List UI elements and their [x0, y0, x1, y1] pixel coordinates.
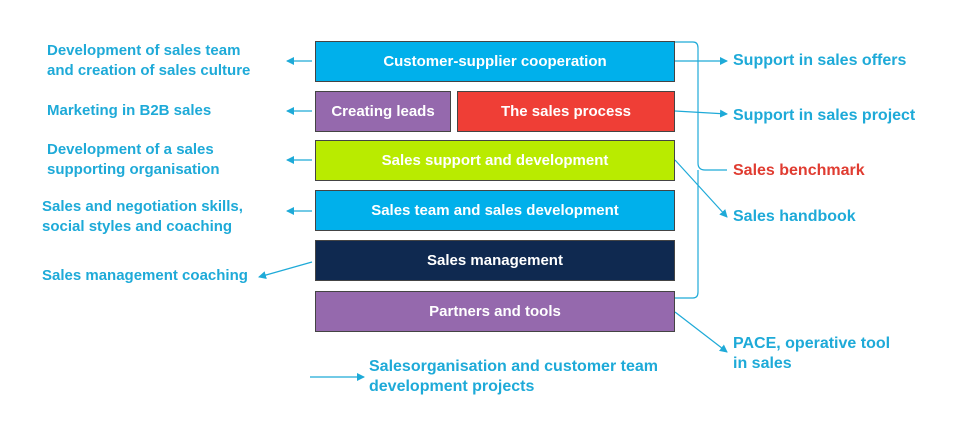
- box-partners-tools-label: Partners and tools: [429, 303, 561, 320]
- label-pace-line1: PACE, operative tool: [733, 335, 891, 352]
- label-sales-culture-line1: Development of sales team: [47, 42, 241, 59]
- box-customer-supplier: Customer-supplier cooperation: [315, 41, 675, 82]
- label-supporting-org-line1: Development of a sales: [47, 141, 214, 158]
- arrow-to-sales-handbook: [674, 159, 728, 218]
- arrow-to-pace: [674, 311, 728, 353]
- box-sales-process-label: The sales process: [500, 103, 632, 120]
- label-sales-benchmark: Sales benchmark: [733, 162, 865, 179]
- label-negotiation: Sales and negotiation skills, social sty…: [42, 197, 243, 237]
- box-sales-process: The sales process: [457, 91, 675, 132]
- box-sales-team: Sales team and sales development: [315, 190, 675, 231]
- arrow-to-mgmt-coaching: [258, 261, 313, 279]
- box-sales-support-label: Sales support and development: [381, 152, 609, 169]
- label-supporting-org: Development of a sales supporting organi…: [47, 140, 220, 180]
- right-bracket: [675, 41, 727, 299]
- label-sales-culture-line2: and creation of sales culture: [47, 62, 251, 79]
- label-negotiation-line2: social styles and coaching: [42, 218, 233, 235]
- arrow-to-sales-project: [674, 109, 728, 118]
- label-pace: PACE, operative tool in sales: [733, 334, 890, 374]
- label-pace-line2: in sales: [733, 355, 792, 372]
- box-sales-management: Sales management: [315, 240, 675, 281]
- label-dev-projects-line1: Salesorganisation and customer team: [369, 358, 658, 375]
- box-creating-leads-label: Creating leads: [331, 103, 435, 120]
- label-sales-project: Support in sales project: [733, 107, 916, 124]
- box-sales-management-label: Sales management: [427, 252, 563, 269]
- box-sales-team-label: Sales team and sales development: [371, 202, 619, 219]
- box-creating-leads: Creating leads: [315, 91, 451, 132]
- label-sales-offers: Support in sales offers: [733, 52, 907, 69]
- label-supporting-org-line2: supporting organisation: [47, 161, 220, 178]
- label-dev-projects: Salesorganisation and customer team deve…: [369, 357, 658, 397]
- label-sales-culture: Development of sales team and creation o…: [47, 41, 250, 81]
- label-sales-handbook: Sales handbook: [733, 208, 856, 225]
- box-partners-tools: Partners and tools: [315, 291, 675, 332]
- label-negotiation-line1: Sales and negotiation skills,: [42, 198, 243, 215]
- box-sales-support: Sales support and development: [315, 140, 675, 181]
- label-mgmt-coaching: Sales management coaching: [42, 267, 248, 284]
- label-marketing-b2b: Marketing in B2B sales: [47, 102, 212, 119]
- box-customer-supplier-label: Customer-supplier cooperation: [383, 53, 607, 70]
- label-dev-projects-line2: development projects: [369, 378, 535, 395]
